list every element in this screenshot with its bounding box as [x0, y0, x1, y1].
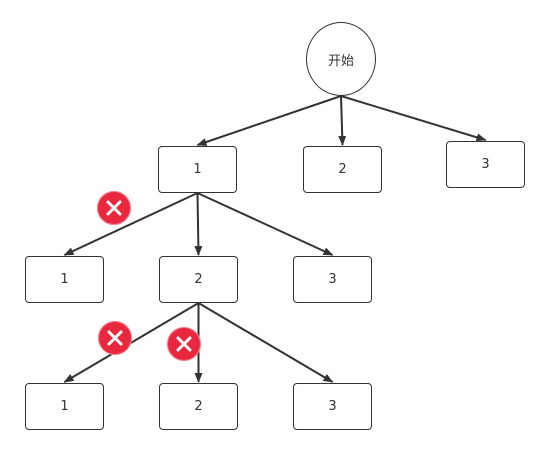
close-icon [97, 191, 131, 225]
node-label: 1 [60, 272, 69, 287]
node-label: 2 [194, 399, 203, 414]
close-icon [167, 327, 201, 361]
edge-arrow [340, 95, 487, 142]
edge-arrow [194, 192, 203, 256]
node-level1-3: 3 [446, 141, 525, 188]
edge-arrow [196, 95, 342, 146]
node-level3-2: 2 [159, 383, 238, 430]
node-label: 开始 [327, 53, 354, 69]
edge-arrow [63, 192, 198, 256]
node-level1-2: 2 [303, 146, 382, 193]
node-level3-1: 1 [25, 383, 104, 430]
node-level2-1: 1 [25, 256, 104, 303]
edge-arrow [63, 302, 200, 383]
node-level2-2: 2 [159, 256, 238, 303]
node-label: 1 [193, 162, 202, 177]
node-level2-3: 3 [293, 256, 372, 303]
node-label: 2 [338, 162, 347, 177]
node-start: 开始 [306, 22, 376, 96]
node-label: 3 [328, 399, 337, 414]
node-label: 2 [194, 272, 203, 287]
node-level3-3: 3 [293, 383, 372, 430]
edge-arrow [197, 192, 334, 256]
node-label: 3 [328, 272, 337, 287]
edge-arrow [338, 95, 347, 146]
node-label: 1 [60, 399, 69, 414]
node-label: 3 [481, 157, 490, 172]
node-level1-1: 1 [158, 146, 237, 193]
close-icon [98, 321, 132, 355]
edge-arrow [197, 302, 334, 383]
